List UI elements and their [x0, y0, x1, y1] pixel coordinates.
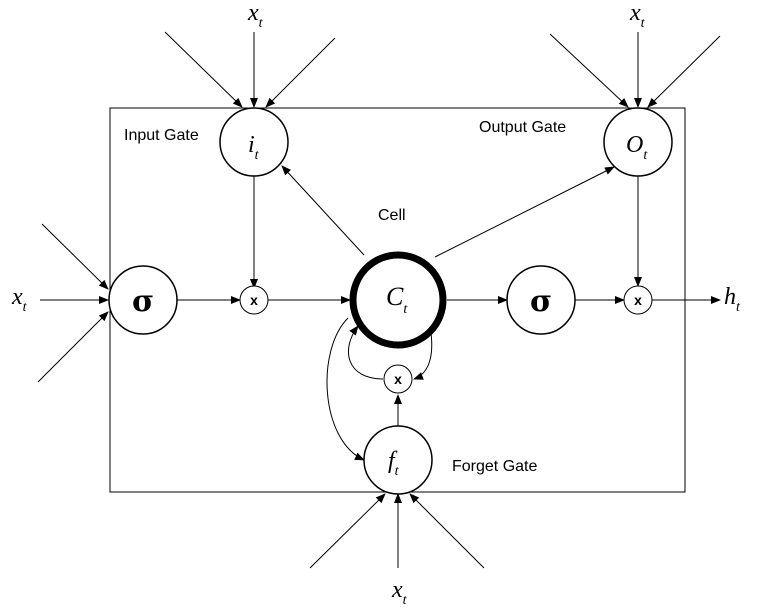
sigma-input-arrow-top	[41, 223, 109, 290]
output-gate-xt-label: xt	[629, 0, 646, 31]
output-gate-label: Output Gate	[479, 119, 566, 136]
cell-symbol: Ct	[386, 282, 408, 317]
input-mult-node	[239, 285, 269, 315]
forget-gate-arrow-right	[409, 493, 485, 569]
output-gate-arrow-right	[647, 35, 721, 108]
forget-gate-xt-label: xt	[391, 577, 408, 608]
input-sigma-node	[108, 265, 178, 335]
cell-node	[349, 251, 447, 349]
output-gate-symbol: Ot	[626, 132, 648, 163]
sigma-input-arrow-bottom	[37, 311, 109, 383]
forget-mult-to-cell-curve	[348, 325, 384, 380]
forget-gate-label: Forget Gate	[452, 458, 537, 475]
forget-gate-symbol: ft	[388, 448, 400, 479]
input-gate-xt-label: xt	[247, 0, 264, 31]
cell-to-input-gate	[281, 165, 365, 256]
output-mult-symbol: x	[634, 292, 642, 308]
output-gate-node	[603, 107, 673, 177]
forget-mult-symbol: x	[394, 371, 402, 387]
output-gate-arrow-left	[549, 33, 629, 108]
cell-to-forget-mult-curve	[413, 332, 433, 380]
input-gate-symbol: it	[248, 132, 260, 163]
forget-gate-node	[363, 425, 433, 495]
sigma-xt-label: xt	[11, 284, 28, 315]
output-sigma-symbol: σ	[530, 284, 552, 319]
forget-mult-node	[383, 364, 413, 394]
input-gate-label: Input Gate	[124, 127, 199, 144]
input-mult-symbol: x	[250, 292, 258, 308]
output-sigma-node	[506, 265, 576, 335]
input-gate-arrow-left	[164, 31, 243, 108]
output-mult-node	[623, 285, 653, 315]
cell-to-forget-gate-curve	[326, 317, 365, 461]
cell-label: Cell	[378, 207, 406, 224]
input-gate-node	[219, 107, 289, 177]
ht-output-label: ht	[724, 284, 741, 315]
input-sigma-symbol: σ	[132, 284, 154, 319]
cell-to-output-gate	[434, 166, 615, 258]
forget-gate-arrow-left	[309, 493, 386, 569]
input-gate-arrow-right	[265, 37, 336, 108]
